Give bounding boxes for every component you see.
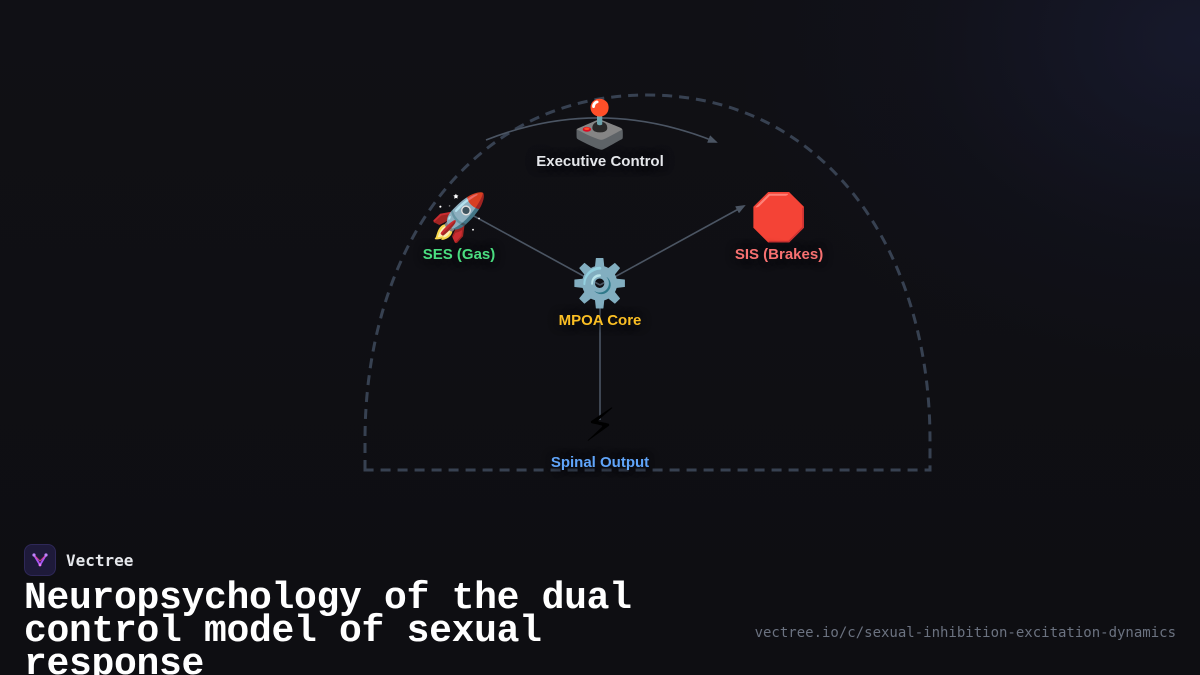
brand-name: Vectree (66, 550, 134, 570)
stop-sign-icon: 🛑 (750, 190, 808, 244)
edge-executive-to-sis (485, 117, 718, 143)
rocket-icon: 🚀 (430, 190, 488, 244)
node-label: SIS (Brakes) (734, 246, 824, 263)
node-label: MPOA Core (558, 312, 642, 329)
node-label: Spinal Output (550, 454, 650, 471)
node-executive-control: 🕹️ Executive Control (536, 97, 664, 170)
edge-ses-to-mpoa (471, 214, 601, 286)
brand[interactable]: Vectree (24, 544, 133, 576)
system-boundary (363, 93, 932, 472)
node-ses: 🚀 SES (Gas) (423, 190, 496, 263)
node-sis: 🛑 SIS (Brakes) (735, 190, 823, 263)
gear-icon: ⚙️ (571, 256, 629, 310)
page-title: Neuropsychology of the dual control mode… (24, 577, 632, 675)
vectree-logo-icon (24, 544, 56, 576)
joystick-icon: 🕹️ (571, 97, 629, 151)
node-label: SES (Gas) (422, 246, 496, 263)
node-label: Executive Control (536, 153, 664, 170)
node-spinal-output: ⚡ Spinal Output (551, 398, 649, 471)
edge-mpoa-to-sis (599, 205, 746, 286)
node-mpoa-core: ⚙️ MPOA Core (559, 256, 642, 329)
source-url[interactable]: vectree.io/c/sexual-inhibition-excitatio… (754, 625, 1176, 641)
lightning-icon: ⚡ (583, 398, 617, 452)
